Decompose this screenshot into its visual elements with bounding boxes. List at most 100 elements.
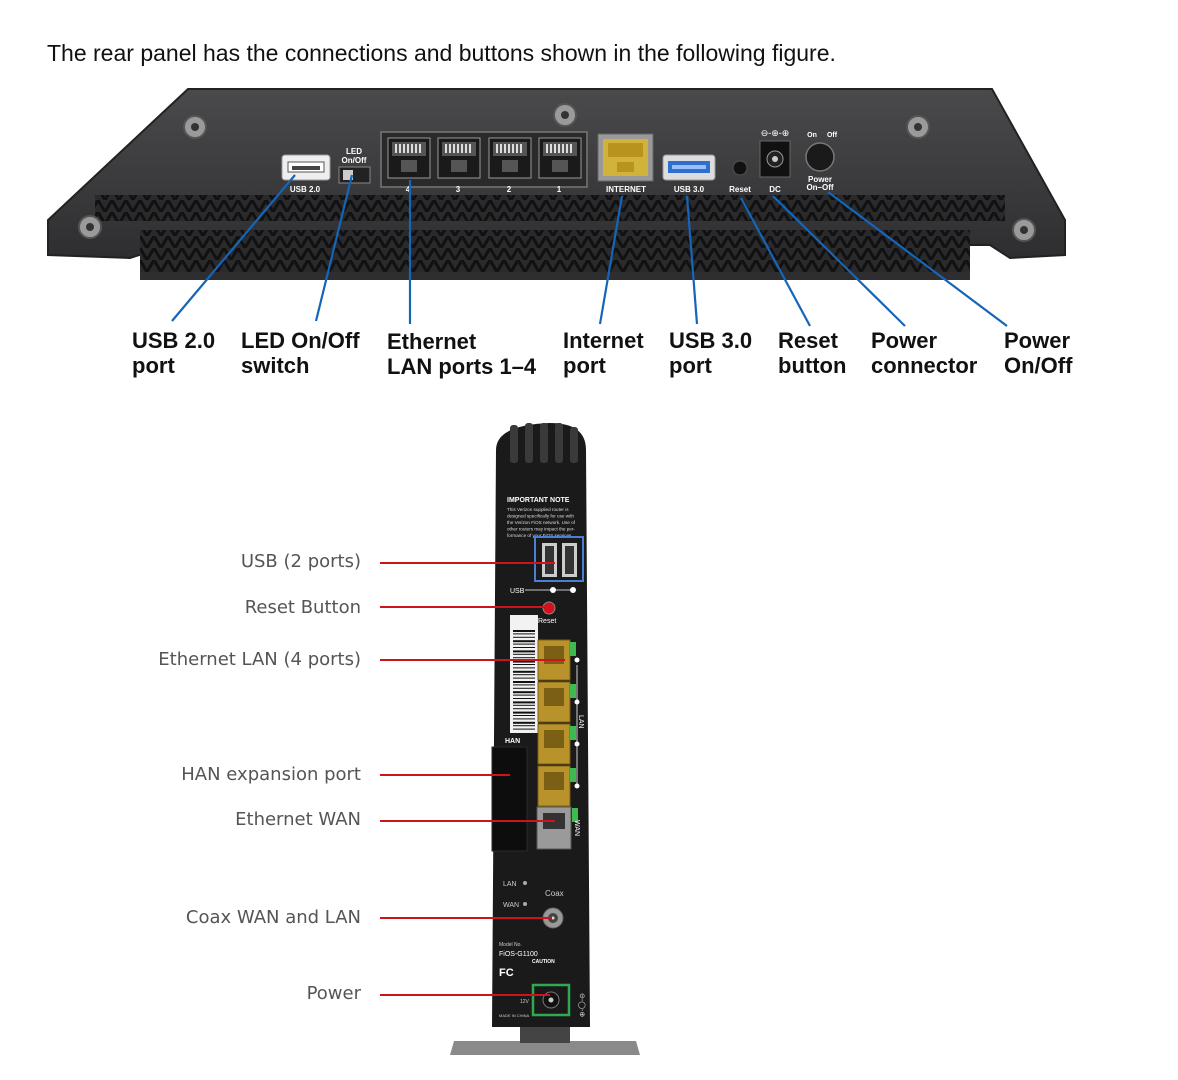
label-coax-wan-lan: Coax WAN and LAN (185, 907, 361, 928)
usb30-port (662, 154, 716, 181)
usb20-panel-label: USB 2.0 (290, 185, 321, 194)
usb-port-highlight (534, 536, 584, 582)
internet-port (597, 133, 654, 182)
made-in-label: MADE IN CHINA (499, 1013, 530, 1018)
led-wan-indicator (523, 902, 527, 906)
leader-power-onoff (827, 191, 1008, 327)
barcode-bar (513, 660, 535, 663)
barcode-bar (513, 687, 535, 689)
barcode-bar (513, 643, 535, 645)
leader-usb20 (171, 174, 296, 322)
lan-port-4-label: 4 (406, 185, 411, 194)
power-onoff-label-top: Power (808, 175, 832, 184)
label-reset-button: Reset Button (244, 597, 361, 618)
lan-port-2 (488, 137, 532, 179)
power-connector-highlight (531, 983, 571, 1017)
barcode-bar (513, 674, 535, 676)
fcc-logo: FC (499, 967, 514, 979)
led-switch-label-top: LED (346, 147, 362, 156)
power-on-label: On (807, 132, 817, 139)
reset-button (732, 160, 748, 176)
screw-icon (78, 215, 102, 239)
dc-panel-label: DC (769, 185, 781, 194)
han-device-label: HAN (505, 738, 520, 745)
vent-grille-lower (140, 230, 970, 272)
barcode-bar (513, 708, 535, 710)
fios-lan-port (537, 681, 580, 723)
important-note-line: other routers may impact the per- (507, 527, 575, 532)
router-stand (450, 1041, 640, 1055)
led-lan-indicator (523, 881, 527, 885)
caution-label: CAUTION (532, 959, 555, 965)
fios-lan-port (537, 723, 580, 765)
coax-connector (542, 907, 564, 929)
barcode-bar (513, 681, 535, 683)
lan-port-1 (538, 137, 582, 179)
barcode-bar (513, 636, 535, 638)
usb-ports (542, 543, 577, 577)
barcode-bar (513, 653, 535, 655)
reset-panel-label: Reset (729, 185, 751, 194)
power-off-label: Off (827, 132, 838, 139)
barcode-bar (513, 715, 535, 716)
leader-power-connector (772, 195, 906, 327)
barcode-bar (513, 725, 535, 727)
screw-icon (1012, 218, 1036, 242)
rating-label: 12V (520, 999, 530, 1005)
leader-reset (740, 197, 811, 327)
lan-port-2-label: 2 (507, 185, 512, 194)
power-polarity-icon: ⊖-◯-⊕ (578, 993, 586, 1017)
dc-power-connector (759, 140, 791, 178)
important-note-line: This Verizon supplied router is (507, 507, 569, 512)
barcode-bar (513, 691, 535, 694)
important-note-line: the Verizon FiOS network. Use of (507, 520, 576, 525)
intro-text: The rear panel has the connections and b… (47, 40, 836, 66)
barcode-bar (513, 704, 535, 706)
important-note-line: formance of your FiOS services. (507, 533, 573, 538)
coax-device-label: Coax (545, 889, 564, 898)
barcode-bar (513, 657, 535, 659)
dc-polarity-icon: ⊖-⊕-⊕ (761, 128, 790, 138)
rear-panel-figure: USB 2.0 LED On/Off 4 3 2 1 INTERNET USB … (47, 88, 1066, 327)
internet-panel-label: INTERNET (606, 185, 646, 194)
lan-port-3-label: 3 (456, 185, 461, 194)
barcode-bar (513, 647, 535, 648)
barcode-bar (513, 698, 535, 699)
barcode-bar (513, 640, 535, 643)
barcode-bar (513, 721, 535, 724)
barcode-bar (513, 670, 535, 673)
led-switch (338, 166, 371, 184)
led-switch-label-bottom: On/Off (342, 156, 367, 165)
barcode-bar (513, 630, 535, 632)
leader-usb30 (685, 195, 699, 325)
model-number: FiOS-G1100 (499, 951, 538, 958)
barcode-bar (513, 711, 535, 714)
fios-lan-port (537, 765, 580, 807)
wan-device-label: WAN (573, 820, 580, 836)
leader-led-switch (314, 174, 354, 322)
label-ethernet-lan: Ethernet LAN (4 ports) (158, 649, 361, 670)
barcode-bar (513, 667, 535, 669)
important-note-title: IMPORTANT NOTE (507, 497, 570, 504)
power-onoff-label-bottom: On–Off (806, 183, 833, 192)
barcode-bar (513, 684, 535, 686)
label-power: Power (306, 983, 361, 1004)
barcode-bar (513, 650, 535, 653)
barcode-bar (513, 633, 535, 635)
lan-device-label: LAN (577, 715, 584, 729)
leader-internet (598, 195, 624, 325)
model-label: Model No. (499, 942, 522, 948)
barcode-bar (513, 677, 535, 679)
screw-icon (906, 115, 930, 139)
barcode-bar (513, 701, 535, 704)
usb-device-label: USB (510, 588, 525, 595)
reset-device-label: Reset (538, 618, 556, 625)
barcode-bar (513, 718, 535, 720)
vent-grille-upper (95, 195, 1005, 221)
usb30-panel-label: USB 3.0 (674, 185, 705, 194)
